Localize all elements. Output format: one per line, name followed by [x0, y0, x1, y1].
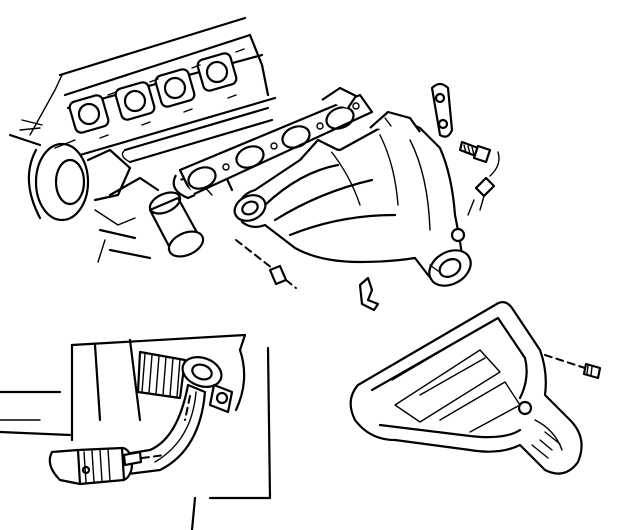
exhaust-pipe-icon: [48, 383, 207, 486]
manifold-gasket-icon: [172, 86, 374, 200]
exhaust-port: [114, 81, 156, 121]
exhaust-manifold-icon: [233, 110, 472, 287]
heat-shield-icon: [349, 301, 602, 475]
exhaust-port: [154, 68, 196, 108]
oxygen-sensor-icon: [467, 151, 500, 216]
engine-block-icon: [8, 16, 277, 263]
stud-icon: [235, 239, 297, 289]
exhaust-port: [68, 94, 110, 134]
exhaust-port: [196, 52, 238, 92]
exhaust-pipe-connection-view: [0, 333, 272, 530]
flex-joint-icon: [136, 350, 187, 400]
heat-shield-clip: [358, 276, 380, 312]
bracket-icon: [430, 82, 454, 138]
oil-filter: [148, 191, 205, 258]
pulley: [8, 133, 90, 222]
bolt-icon: [458, 140, 492, 164]
